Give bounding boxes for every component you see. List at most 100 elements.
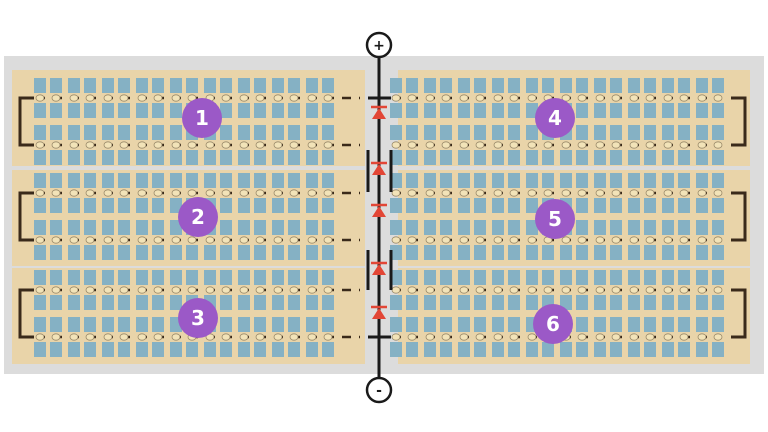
solar-cell — [696, 78, 708, 93]
solar-cell — [628, 317, 640, 332]
solar-cell — [50, 103, 62, 118]
solar-cell — [628, 150, 640, 165]
solar-cell — [136, 245, 148, 260]
solder-pad — [493, 141, 503, 149]
solar-cell — [424, 78, 436, 93]
solar-cell — [662, 245, 674, 260]
solar-cell — [406, 103, 418, 118]
solar-cell — [238, 295, 250, 310]
solar-cell — [50, 220, 62, 235]
solar-cell — [678, 220, 690, 235]
solder-pad — [85, 94, 95, 102]
solar-cell — [50, 342, 62, 357]
solar-cell — [424, 245, 436, 260]
solar-cell — [594, 103, 606, 118]
solder-pad — [441, 236, 451, 244]
solder-pad — [171, 333, 181, 341]
solder-pad — [221, 286, 231, 294]
solder-pad — [323, 94, 333, 102]
solder-pad — [595, 94, 605, 102]
solar-cell — [84, 245, 96, 260]
solar-cell — [34, 173, 46, 188]
solar-cell — [576, 342, 588, 357]
solar-cell — [204, 78, 216, 93]
solder-pad — [561, 236, 571, 244]
solar-cell — [288, 78, 300, 93]
substring-badge-6: 6 — [533, 304, 573, 344]
solar-cell — [238, 220, 250, 235]
solar-cell — [50, 198, 62, 213]
solar-cell — [440, 245, 452, 260]
solar-cell — [594, 295, 606, 310]
solar-cell — [440, 173, 452, 188]
solar-cell — [610, 173, 622, 188]
solar-cell — [288, 198, 300, 213]
solar-cell — [118, 198, 130, 213]
solar-cell — [644, 245, 656, 260]
solar-cell — [440, 78, 452, 93]
solar-cell — [288, 317, 300, 332]
solar-cell — [610, 150, 622, 165]
solar-cell — [440, 198, 452, 213]
solar-cell — [458, 317, 470, 332]
solar-cell — [560, 342, 572, 357]
solder-pad — [697, 236, 707, 244]
solar-cell — [204, 150, 216, 165]
solar-cell — [288, 220, 300, 235]
solar-cell — [220, 125, 232, 140]
solar-cell — [712, 317, 724, 332]
solder-pad — [595, 141, 605, 149]
solar-cell — [220, 317, 232, 332]
solder-pad — [663, 236, 673, 244]
solder-pad — [273, 189, 283, 197]
solar-cell — [390, 198, 402, 213]
solar-cell — [628, 103, 640, 118]
solar-cell — [68, 103, 80, 118]
solar-cell — [542, 78, 554, 93]
solar-cell — [406, 220, 418, 235]
solar-cell — [238, 150, 250, 165]
solder-pad — [595, 333, 605, 341]
solder-pad — [493, 333, 503, 341]
solar-cell — [186, 78, 198, 93]
solder-pad — [153, 141, 163, 149]
solder-pad — [663, 333, 673, 341]
solder-pad — [663, 286, 673, 294]
solder-pad — [697, 141, 707, 149]
solder-pad — [35, 94, 45, 102]
solar-cell — [170, 173, 182, 188]
solder-pad — [391, 333, 401, 341]
solder-pad — [629, 189, 639, 197]
solar-cell — [406, 245, 418, 260]
solder-pad — [153, 94, 163, 102]
negative-terminal-label: - — [376, 383, 382, 399]
solder-pad — [407, 333, 417, 341]
solar-cell — [712, 173, 724, 188]
solder-pad — [119, 141, 129, 149]
solder-pad — [119, 286, 129, 294]
solar-cell — [186, 150, 198, 165]
solar-cell — [34, 103, 46, 118]
solar-cell — [576, 125, 588, 140]
solar-cell — [678, 150, 690, 165]
solder-pad — [441, 333, 451, 341]
solar-cell — [560, 78, 572, 93]
negative-terminal: - — [365, 376, 393, 404]
substring-6-backsheet — [398, 268, 750, 364]
solar-cell — [474, 103, 486, 118]
solar-cell — [272, 220, 284, 235]
solar-cell — [238, 270, 250, 285]
solder-pad — [307, 189, 317, 197]
solar-cell — [594, 78, 606, 93]
solder-pad — [187, 236, 197, 244]
solar-cell — [576, 220, 588, 235]
ribbon-turn — [731, 191, 747, 242]
solar-cell — [68, 342, 80, 357]
solder-pad — [527, 333, 537, 341]
solar-cell — [474, 270, 486, 285]
solder-pad — [663, 189, 673, 197]
solder-pad — [577, 286, 587, 294]
solar-cell — [204, 270, 216, 285]
solar-cell — [50, 245, 62, 260]
solar-cell — [628, 198, 640, 213]
